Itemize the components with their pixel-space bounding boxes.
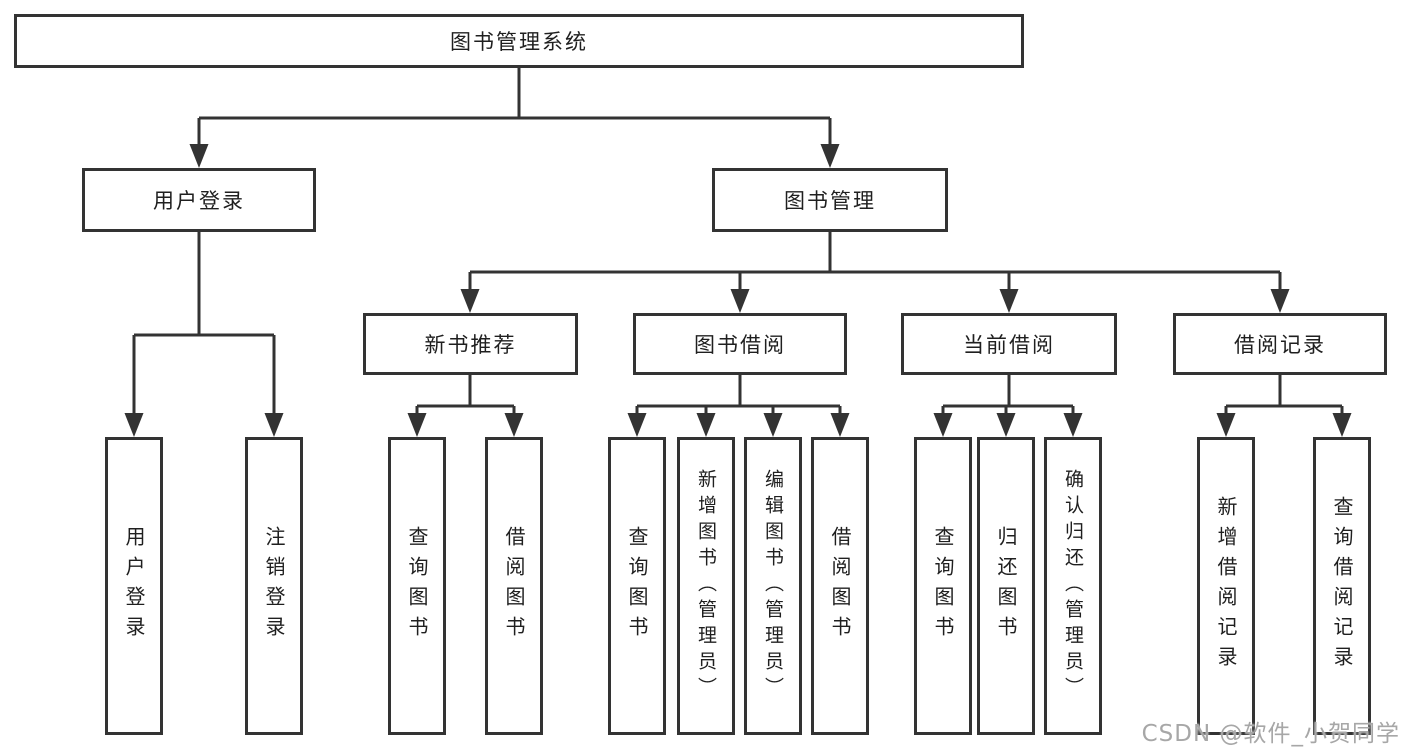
leaf-current-query: 查询图书 bbox=[914, 437, 972, 735]
leaf-borrow-lend: 借阅图书 bbox=[811, 437, 869, 735]
arrowhead-icon bbox=[124, 413, 144, 437]
arrowhead-icon bbox=[1270, 289, 1290, 313]
arrowhead-icon bbox=[999, 289, 1019, 313]
arrowhead-icon bbox=[1332, 413, 1352, 437]
leaf-current-confirm: 确认归还（管理员） bbox=[1044, 437, 1102, 735]
leaf-newbook-query: 查询图书 bbox=[388, 437, 446, 735]
arrowhead-icon bbox=[460, 289, 480, 313]
arrowhead-icon bbox=[407, 413, 427, 437]
leaf-records-query: 查询借阅记录 bbox=[1313, 437, 1371, 735]
arrowhead-icon bbox=[264, 413, 284, 437]
node-user-login: 用户登录 bbox=[82, 168, 316, 232]
watermark: CSDN @软件_小贺同学 bbox=[1141, 721, 1400, 747]
leaf-borrow-query: 查询图书 bbox=[608, 437, 666, 735]
leaf-borrow-edit: 编辑图书（管理员） bbox=[744, 437, 802, 735]
arrowhead-icon bbox=[820, 144, 840, 168]
leaf-user-login: 用户登录 bbox=[105, 437, 163, 735]
arrowheads bbox=[124, 144, 1352, 437]
leaf-records-add: 新增借阅记录 bbox=[1197, 437, 1255, 735]
root-node: 图书管理系统 bbox=[14, 14, 1024, 68]
arrowhead-icon bbox=[1063, 413, 1083, 437]
leaf-logout: 注销登录 bbox=[245, 437, 303, 735]
arrowhead-icon bbox=[696, 413, 716, 437]
leaf-borrow-add: 新增图书（管理员） bbox=[677, 437, 735, 735]
arrowhead-icon bbox=[1216, 413, 1236, 437]
arrowhead-icon bbox=[504, 413, 524, 437]
arrowhead-icon bbox=[933, 413, 953, 437]
arrowhead-icon bbox=[830, 413, 850, 437]
node-book-mgmt: 图书管理 bbox=[712, 168, 948, 232]
arrowhead-icon bbox=[763, 413, 783, 437]
arrowhead-icon bbox=[730, 289, 750, 313]
leaf-newbook-borrow: 借阅图书 bbox=[485, 437, 543, 735]
node-book-borrow: 图书借阅 bbox=[633, 313, 847, 375]
node-borrow-records: 借阅记录 bbox=[1173, 313, 1387, 375]
arrowhead-icon bbox=[189, 144, 209, 168]
leaf-current-return: 归还图书 bbox=[977, 437, 1035, 735]
node-current-borrow: 当前借阅 bbox=[901, 313, 1117, 375]
arrowhead-icon bbox=[627, 413, 647, 437]
arrowhead-icon bbox=[996, 413, 1016, 437]
node-new-book: 新书推荐 bbox=[363, 313, 578, 375]
